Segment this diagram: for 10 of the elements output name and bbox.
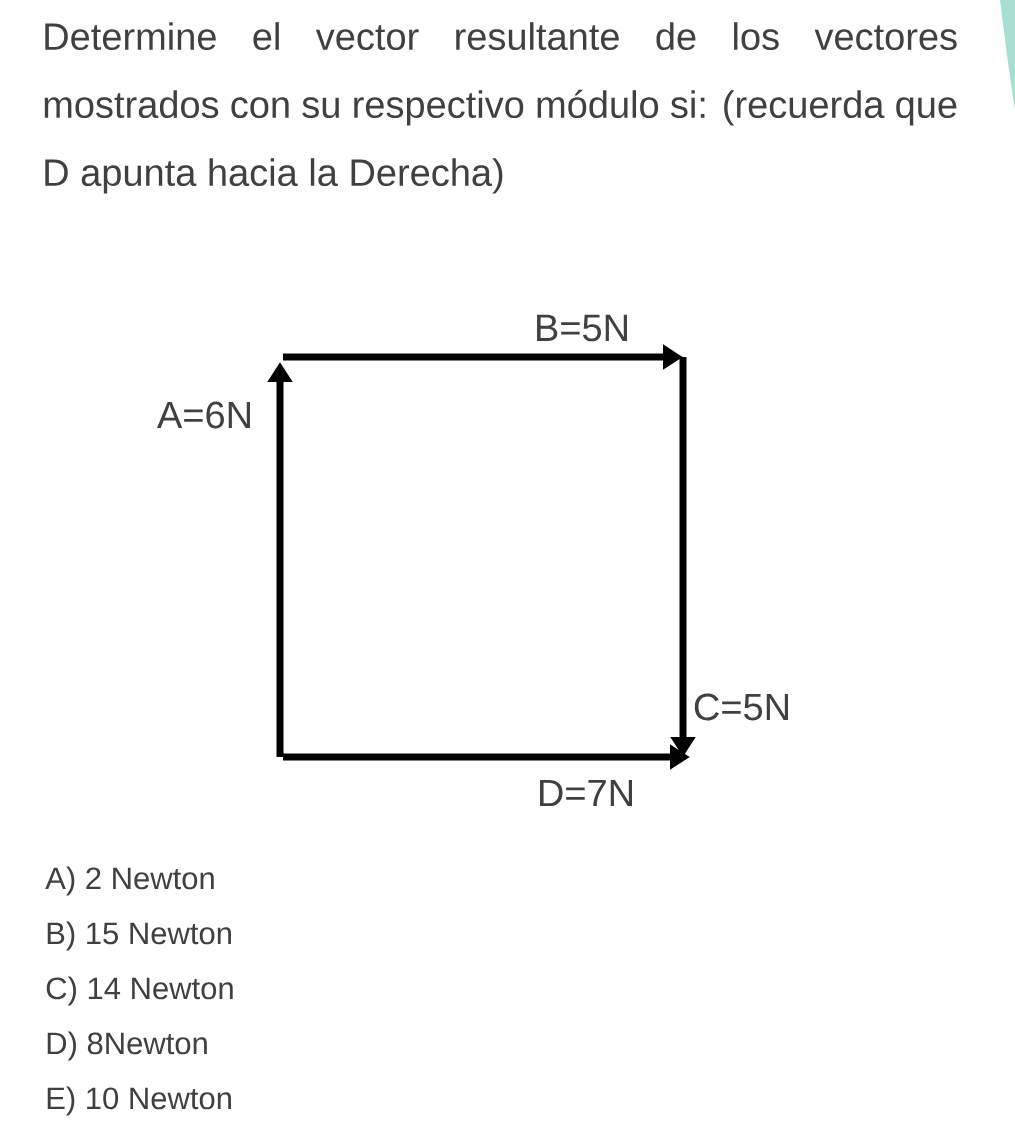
answer-option: D) 8Newton [47,1031,207,1061]
vector-label: A=6N [157,401,250,429]
answer-option: B) 15 Newton [47,921,231,951]
question-text: Determine el vector resultante de los vectores mostrados con su respectivo módulo si: (recuerda que D apunta hacia la Derecha) [44,22,957,194]
answer-option: A) 2 Newton [45,866,214,896]
answer-option: C) 14 Newton [46,976,233,1006]
vector-label: D=7N [540,779,632,807]
answer-option: E) 10 Newton [47,1086,231,1116]
vector-label: C=5N [694,693,788,721]
vector-label: B=5N [537,314,627,342]
